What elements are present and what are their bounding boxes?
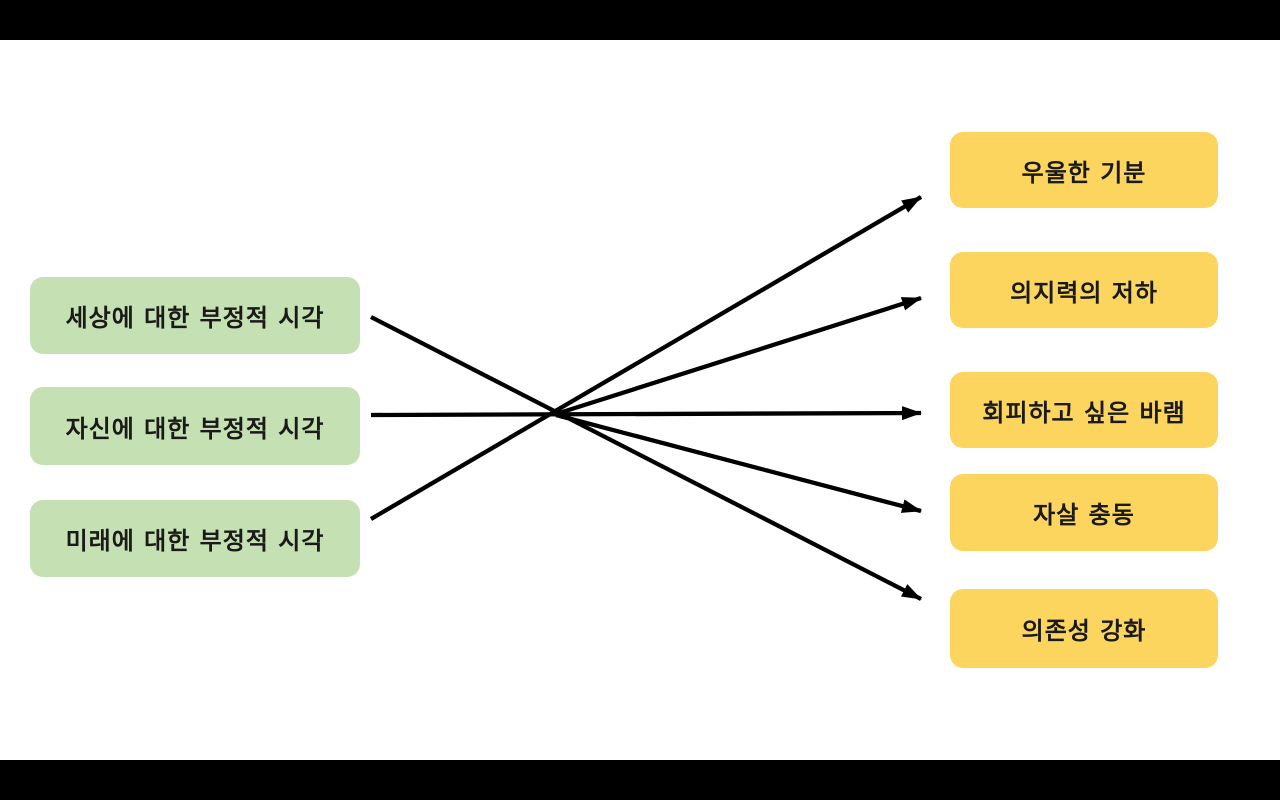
effect-box-desire-to-avoid: 회피하고 싶은 바램 — [950, 372, 1218, 448]
arrow-source1-to-effect5 — [370, 315, 922, 601]
arrow-center-to-effect4 — [555, 412, 922, 514]
effect-box-increased-dependency: 의존성 강화 — [950, 589, 1218, 668]
source-box-negative-view-of-world: 세상에 대한 부정적 시각 — [30, 277, 360, 354]
source-box-negative-view-of-self: 자신에 대한 부정적 시각 — [30, 387, 360, 465]
arrow-source2-to-effect3 — [370, 406, 922, 421]
effect-box-label: 자살 충동 — [1033, 500, 1135, 529]
effect-box-label: 회피하고 싶은 바램 — [982, 397, 1186, 427]
effect-box-depressed-mood: 우울한 기분 — [950, 132, 1218, 208]
source-box-label: 자신에 대한 부정적 시각 — [65, 413, 325, 443]
effect-box-reduced-willpower: 의지력의 저하 — [950, 252, 1218, 328]
effect-box-label: 우울한 기분 — [1021, 157, 1147, 187]
effect-box-suicidal-impulse: 자살 충동 — [950, 474, 1218, 551]
source-box-label: 미래에 대한 부정적 시각 — [65, 526, 325, 555]
source-box-label: 세상에 대한 부정적 시각 — [65, 303, 325, 332]
arrow-source3-to-effect1 — [369, 195, 923, 521]
arrow-connectors — [369, 195, 923, 601]
effect-box-label: 의존성 강화 — [1021, 616, 1147, 645]
effect-box-label: 의지력의 저하 — [1010, 277, 1158, 307]
arrow-center-to-effect2 — [555, 295, 922, 417]
source-box-negative-view-of-future: 미래에 대한 부정적 시각 — [30, 500, 360, 577]
diagram-slide: 세상에 대한 부정적 시각 자신에 대한 부정적 시각 미래에 대한 부정적 시… — [0, 40, 1280, 760]
